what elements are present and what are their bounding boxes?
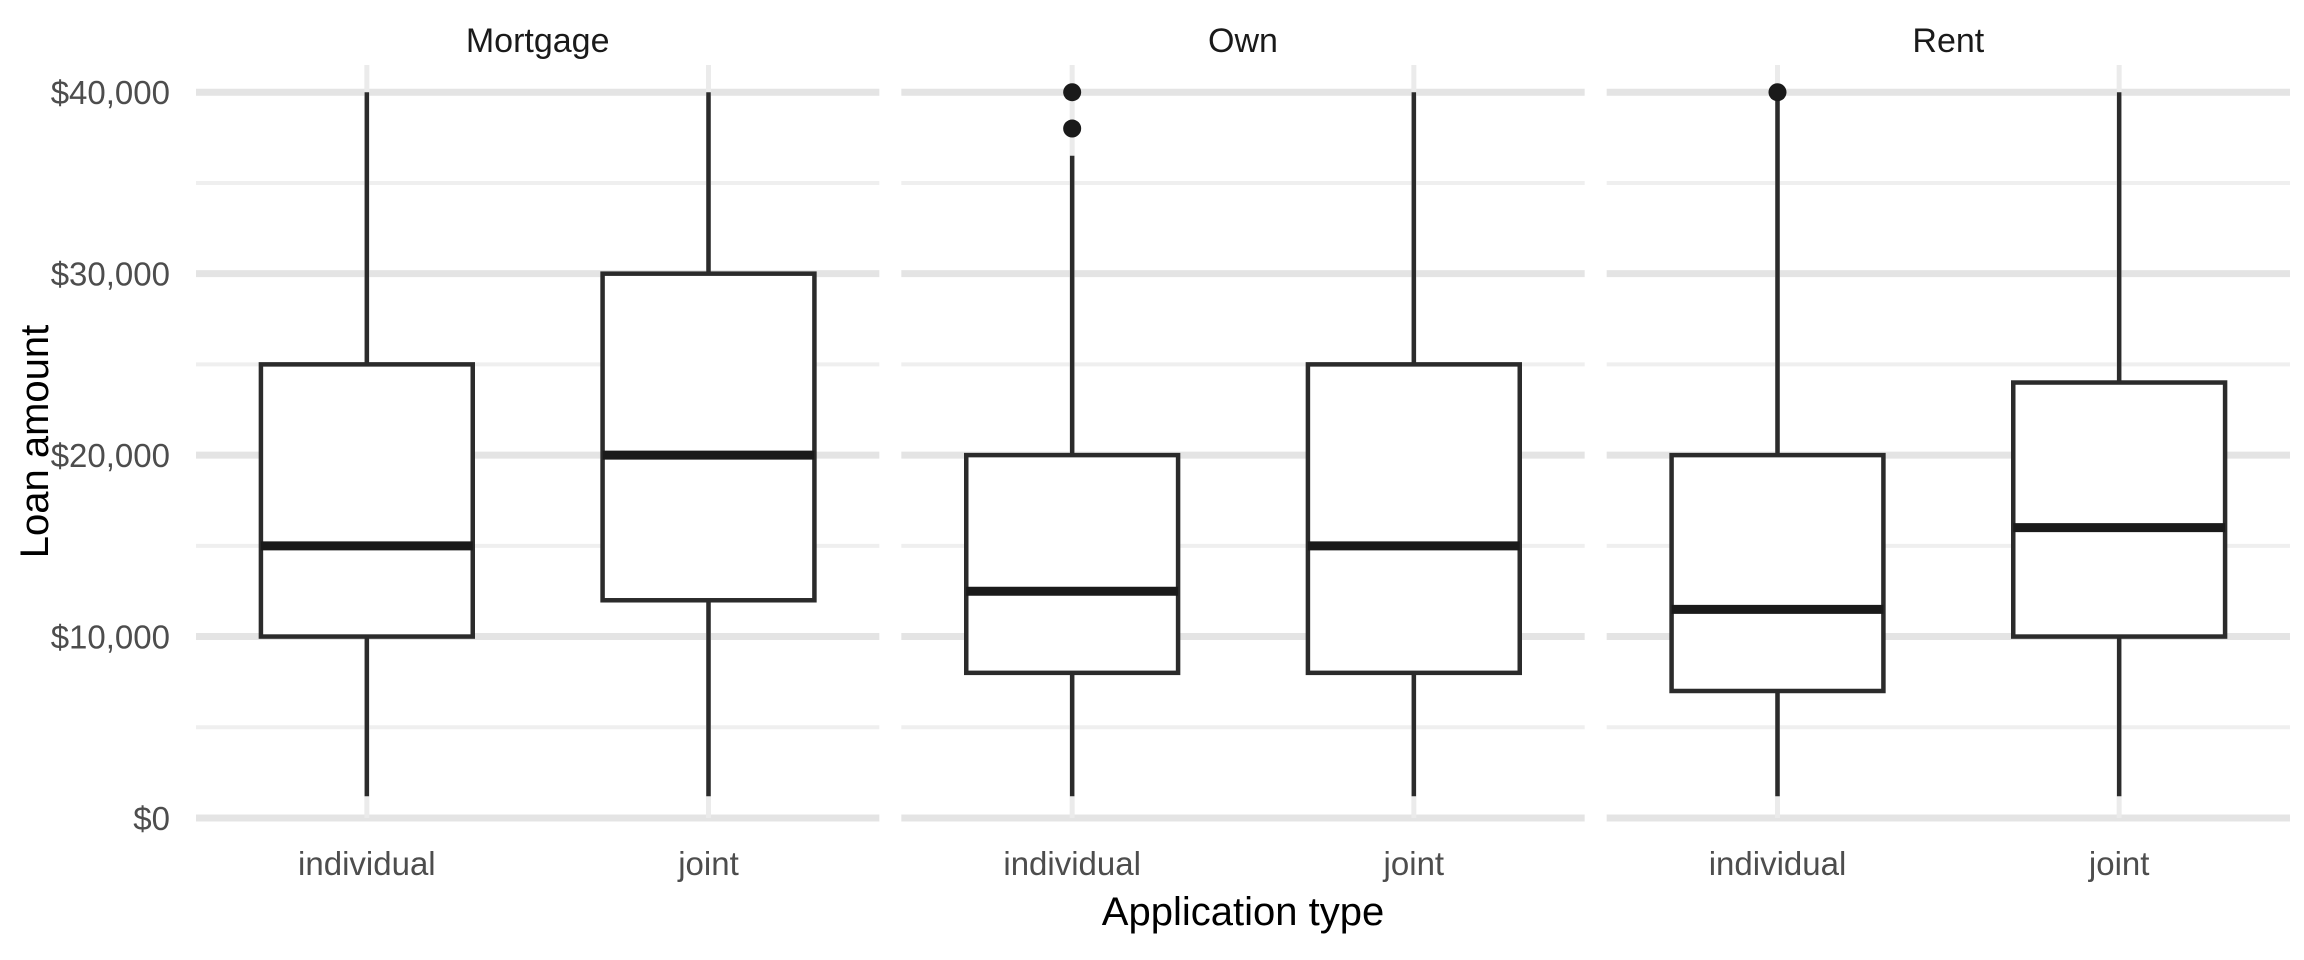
x-tick-label-joint: joint bbox=[2088, 845, 2150, 882]
box-iqr bbox=[1669, 452, 1886, 694]
y-axis: $0 $10,000 $20,000 $30,000 $40,000 bbox=[51, 74, 170, 837]
x-tick-label-joint: joint bbox=[677, 845, 739, 882]
boxplot-mortgage-joint[interactable] bbox=[600, 92, 817, 797]
y-tick-label: $20,000 bbox=[51, 437, 170, 474]
y-tick-label: $30,000 bbox=[51, 256, 170, 293]
facet-panel-mortgage: individual joint Mortgage bbox=[196, 22, 880, 882]
facet-strip-label-mortgage: Mortgage bbox=[466, 22, 610, 60]
boxplot-rent-individual[interactable] bbox=[1669, 83, 1886, 797]
box-iqr bbox=[600, 271, 817, 603]
y-axis-title: Loan amount bbox=[13, 325, 57, 559]
facet-panel-rent: individual joint Rent bbox=[1606, 22, 2290, 882]
y-tick-label: $0 bbox=[133, 800, 170, 837]
x-axis-title: Application type bbox=[1102, 890, 1384, 934]
x-tick-label-individual: individual bbox=[1709, 845, 1847, 882]
outlier-point bbox=[1768, 83, 1787, 102]
x-tick-label-individual: individual bbox=[298, 845, 436, 882]
boxplot-mortgage-individual[interactable] bbox=[258, 92, 475, 797]
facet-strip-label-rent: Rent bbox=[1912, 22, 1984, 60]
x-tick-label-individual: individual bbox=[1003, 845, 1141, 882]
boxplot-own-joint[interactable] bbox=[1305, 92, 1522, 797]
y-tick-label: $40,000 bbox=[51, 74, 170, 111]
box-iqr bbox=[258, 362, 475, 639]
box-iqr bbox=[964, 452, 1181, 676]
outlier-point bbox=[1063, 83, 1082, 102]
facet-panel-own: individual joint Own bbox=[901, 22, 1585, 882]
boxplot-own-individual[interactable] bbox=[964, 83, 1181, 797]
x-tick-label-joint: joint bbox=[1383, 845, 1445, 882]
box-iqr bbox=[1305, 362, 1522, 676]
boxplot-rent-joint[interactable] bbox=[2011, 92, 2228, 797]
outlier-point bbox=[1063, 119, 1082, 138]
facet-strip-label-own: Own bbox=[1208, 22, 1278, 60]
box-iqr bbox=[2011, 380, 2228, 639]
y-tick-label: $10,000 bbox=[51, 619, 170, 656]
facet-panels: individual joint Mortgage individual joint Ow… bbox=[196, 22, 2290, 882]
